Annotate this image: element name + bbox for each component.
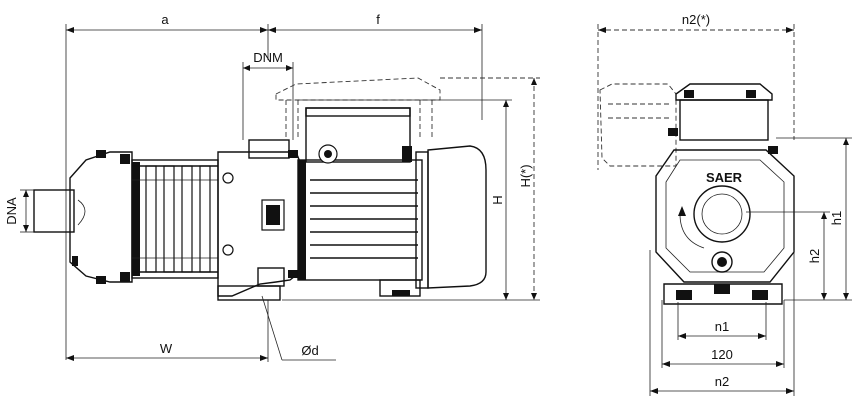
label-dna: DNA <box>4 197 19 225</box>
pump-end-cap <box>69 150 133 284</box>
label-f: f <box>376 12 380 27</box>
label-h-star: H(*) <box>518 164 533 187</box>
label-od: Ød <box>301 343 318 358</box>
n2-star-dimension <box>597 24 795 170</box>
front-pump-body: SAER <box>655 149 795 283</box>
label-brand: SAER <box>706 170 743 185</box>
label-h1: h1 <box>829 211 844 225</box>
label-n2: n2 <box>715 374 729 389</box>
motor-body <box>297 145 487 297</box>
outlet-pipe <box>248 139 290 159</box>
h2-dimension <box>746 211 830 300</box>
od-leader <box>261 295 336 361</box>
h1-dimension <box>776 137 852 301</box>
label-h: H <box>490 195 505 204</box>
terminal-box-alt-outline <box>275 77 441 140</box>
front-view: SAER <box>597 12 852 396</box>
n1-dimension <box>677 302 767 340</box>
pump-discharge-body <box>217 150 301 301</box>
label-h2: h2 <box>807 249 822 263</box>
front-terminal-alt-outline <box>599 83 677 167</box>
h-dimension <box>282 99 512 301</box>
side-view: a f DNM DNA H H(*) W Ød <box>4 12 540 362</box>
label-w: W <box>160 341 173 356</box>
dnm-dimension <box>242 62 294 140</box>
top-dimension-a-f <box>65 24 483 360</box>
w-dimension <box>66 300 269 362</box>
label-a: a <box>161 12 169 27</box>
label-dnm: DNM <box>253 50 283 65</box>
h-star-dimension <box>440 77 540 301</box>
label-120: 120 <box>711 347 733 362</box>
inlet-pipe <box>20 189 75 233</box>
dim-120 <box>661 300 785 368</box>
pump-stages <box>131 159 219 279</box>
front-base <box>663 283 783 305</box>
label-n1: n1 <box>715 319 729 334</box>
terminal-box <box>305 107 412 164</box>
n2-dimension <box>649 250 795 396</box>
label-n2-star: n2(*) <box>682 12 710 27</box>
front-terminal-box <box>668 83 778 154</box>
